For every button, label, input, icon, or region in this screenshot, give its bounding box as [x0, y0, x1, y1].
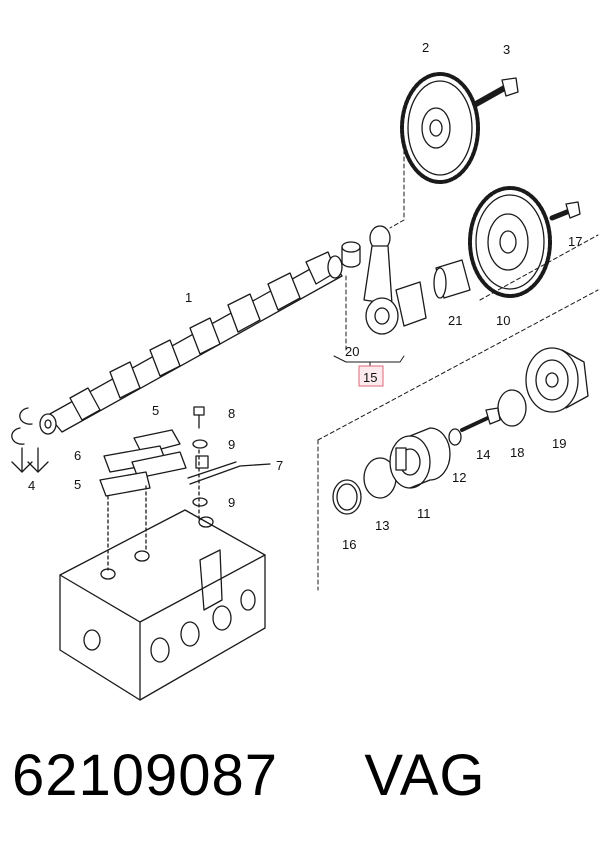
- callout-4: 4: [28, 478, 35, 493]
- rocker-arms: [99, 429, 187, 497]
- callout-2: 2: [422, 40, 429, 55]
- callout-14: 14: [476, 447, 490, 462]
- callout-19: 19: [552, 436, 566, 451]
- callout-9b: 9: [228, 495, 235, 510]
- drive-gear-lower: [468, 186, 552, 298]
- callout-8: 8: [228, 406, 235, 421]
- callout-16: 16: [342, 537, 356, 552]
- washer-12: [448, 428, 462, 446]
- callout-6: 6: [74, 448, 81, 463]
- bolt-14: [460, 407, 501, 432]
- camshaft: [39, 251, 343, 435]
- highlight-box: [358, 365, 384, 387]
- callout-20: 20: [345, 344, 359, 359]
- callout-3: 3: [503, 42, 510, 57]
- oring-16: [332, 479, 362, 515]
- bolt-8: [193, 406, 205, 429]
- bushing-20: [341, 241, 361, 268]
- callout-7: 7: [276, 458, 283, 473]
- callout-17: 17: [568, 234, 582, 249]
- callout-5b: 5: [74, 477, 81, 492]
- brand-name: VAG: [364, 743, 486, 808]
- retaining-clips: [11, 407, 49, 473]
- callout-13: 13: [375, 518, 389, 533]
- callout-11: 11: [417, 506, 431, 521]
- part-caption: 62109087 VAG: [12, 742, 486, 832]
- washers-9: [192, 439, 208, 507]
- camshaft-gear-upper: [400, 72, 480, 184]
- spring-clip-7: [187, 455, 271, 485]
- callout-15: 15: [363, 370, 377, 385]
- drive-link-assembly: [363, 225, 427, 335]
- callout-5a: 5: [152, 403, 159, 418]
- callout-18: 18: [510, 445, 524, 460]
- gear-bolt-17: [549, 201, 581, 221]
- leader-lines: [317, 149, 599, 591]
- part-number: 62109087: [12, 743, 279, 808]
- gear-bolt: [473, 77, 519, 107]
- callout-9a: 9: [228, 437, 235, 452]
- bushing-21: [433, 259, 471, 299]
- callout-10: 10: [496, 313, 510, 328]
- pump-housing-11: [389, 427, 451, 489]
- exploded-parts-diagram: 1 2 3 4 5 5 6 7 8 9 9 10 11 12 13 14 15 …: [11, 40, 599, 701]
- callout-21: 21: [448, 313, 462, 328]
- pump-cover-19: [525, 347, 589, 413]
- oring-18: [497, 389, 527, 427]
- callout-1: 1: [185, 290, 192, 305]
- cylinder-head: [59, 449, 266, 701]
- callout-12: 12: [452, 470, 466, 485]
